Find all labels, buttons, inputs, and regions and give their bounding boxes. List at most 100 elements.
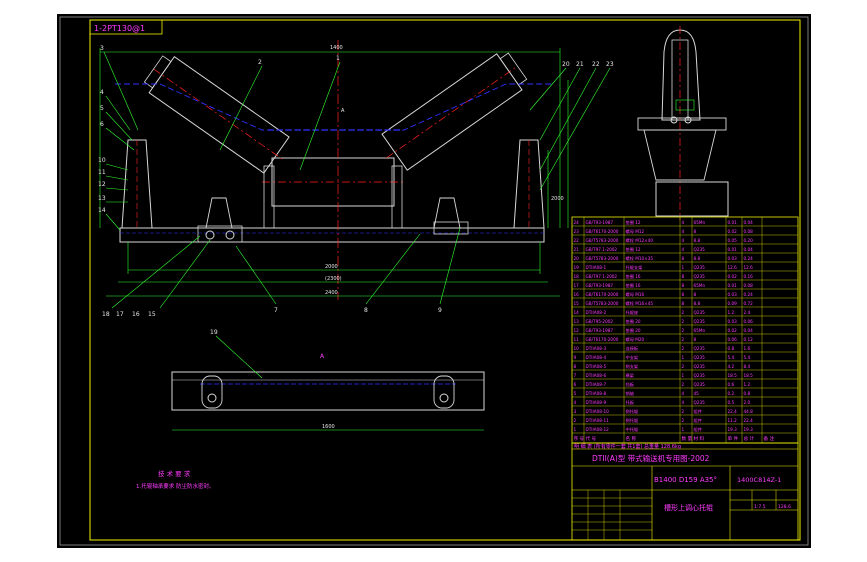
bom-cell: 6: [574, 382, 577, 387]
bom-cell: 2: [682, 346, 685, 351]
bom-cell: 22.4: [728, 409, 738, 414]
callout-4: 4: [100, 89, 104, 96]
bom-cell: GB/T5783-2000: [586, 238, 619, 243]
bom-cell: 0.06: [728, 337, 738, 342]
bom-cell: 0.02: [728, 328, 738, 333]
bom-cell: 8.8: [694, 256, 701, 261]
bom-cell: 20: [574, 256, 580, 261]
bom-cell: GB/T97.1-2002: [586, 274, 618, 279]
callout-5: 5: [100, 105, 104, 112]
dim-bottom-2: (2300): [325, 276, 342, 282]
bom-cell: 组件: [694, 408, 702, 415]
bom-cell: 垫圈 20: [626, 318, 641, 325]
bom-cell: 0.08: [744, 283, 754, 288]
bom-cell: 3: [574, 409, 577, 414]
bom-cell: 8: [682, 292, 685, 297]
bom-cell: 1.2: [744, 382, 751, 387]
bom-cell: 0.6: [728, 382, 735, 387]
bom-cell: 12: [574, 328, 580, 333]
bom-cell: 4: [682, 391, 685, 396]
title-code: 1400C814Z-1: [737, 476, 781, 484]
bom-cell: 中托辊: [626, 426, 639, 433]
bom-header-cell: 数 量: [682, 435, 693, 442]
bom-cell: 45: [694, 391, 700, 396]
bom-cell: DTIIA08-7: [586, 382, 607, 387]
bom-cell: 螺栓 M10×35: [626, 255, 654, 262]
bom-cell: 螺母 M20: [626, 336, 645, 343]
bom-cell: GB/T6170-2000: [586, 229, 619, 234]
right-side-support: [513, 139, 545, 229]
bom-cell: 垫圈 20: [626, 327, 641, 334]
bom-cell: 2: [682, 382, 685, 387]
bom-cell: 0.08: [744, 229, 754, 234]
bom-cell: 65Mn: [694, 328, 706, 333]
bom-cell: 0.20: [744, 238, 754, 243]
bom-cell: 21: [574, 247, 580, 252]
bom-cell: 0.09: [728, 301, 738, 306]
bom-cell: 22: [574, 238, 580, 243]
callout-13: 13: [98, 195, 106, 202]
callout-6: 6: [100, 121, 104, 128]
section-mark: A: [320, 353, 325, 360]
bom-cell: 托辊座: [626, 309, 639, 316]
callout-20: 20: [562, 61, 570, 68]
callout-12: 12: [98, 181, 106, 188]
bom-cell: 15: [574, 301, 580, 306]
bom-cell: GB/T5783-2000: [586, 301, 619, 306]
side-support-body: [643, 129, 717, 181]
bom-cell: 4: [682, 247, 685, 252]
bom-cell: 8: [574, 364, 577, 369]
bom-cell: 10: [574, 346, 580, 351]
bom-cell: DTIIA08-8: [586, 391, 607, 396]
bom-cell: 4: [682, 238, 685, 243]
bom-cell: 11.2: [728, 418, 738, 423]
bom-cell: 5: [574, 391, 577, 396]
bom-cell: 0.04: [744, 247, 754, 252]
bom-cell: 8.4: [744, 364, 751, 369]
bom-cell: 0.01: [728, 247, 738, 252]
bom-cell: 12.6: [744, 265, 754, 270]
bom-cell: 0.24: [744, 292, 754, 297]
bom-cell: 8: [682, 301, 685, 306]
bom-cell: 23: [574, 229, 580, 234]
bom-cell: 0.8: [744, 391, 751, 396]
callout-3: 3: [100, 45, 104, 52]
front-view: 1400 A 2000 (2300) 2400 2000: [98, 40, 614, 318]
center-bracket-right: [391, 165, 403, 229]
bom-cell: 0.03: [728, 292, 738, 297]
bom-header-cell: 材 料: [694, 435, 705, 442]
side-bolt-right: [684, 116, 692, 124]
title-strip: 明 细 表 (所有零件一套 共1套) 总重量 128.6kg: [574, 443, 681, 450]
bom-cell: 8: [682, 283, 685, 288]
bom-cell: 销轴: [626, 390, 634, 397]
dim-bottom-1: 2000: [325, 264, 338, 270]
plan-right-clamp: [433, 375, 455, 409]
bom-cell: 螺母 M12: [626, 228, 645, 235]
bom-cell: 0.12: [744, 337, 754, 342]
bom-cell: 5.4: [744, 355, 751, 360]
bom-cell: 侧托辊: [626, 408, 639, 415]
bom-cell: 垫圈 16: [626, 282, 641, 289]
bom-cell: Q235: [694, 355, 706, 360]
callout-18: 18: [102, 311, 110, 318]
bom-cell: 65Mn: [694, 283, 706, 288]
bom-header-cell: 序 号: [574, 435, 585, 442]
bom-cell: DTIIA08-4: [586, 355, 607, 360]
bom-cell: 16: [574, 292, 580, 297]
drawing-frame: [89, 19, 801, 541]
bolt-1: [205, 230, 215, 240]
bom-cell: 2.0: [744, 400, 751, 405]
bom-cell: 1: [682, 373, 685, 378]
callout-22: 22: [592, 61, 600, 68]
bom-cell: 横梁: [626, 372, 635, 379]
side-detail-box: [675, 99, 695, 111]
callout-2: 2: [258, 59, 262, 66]
right-side-roller: [381, 52, 528, 171]
